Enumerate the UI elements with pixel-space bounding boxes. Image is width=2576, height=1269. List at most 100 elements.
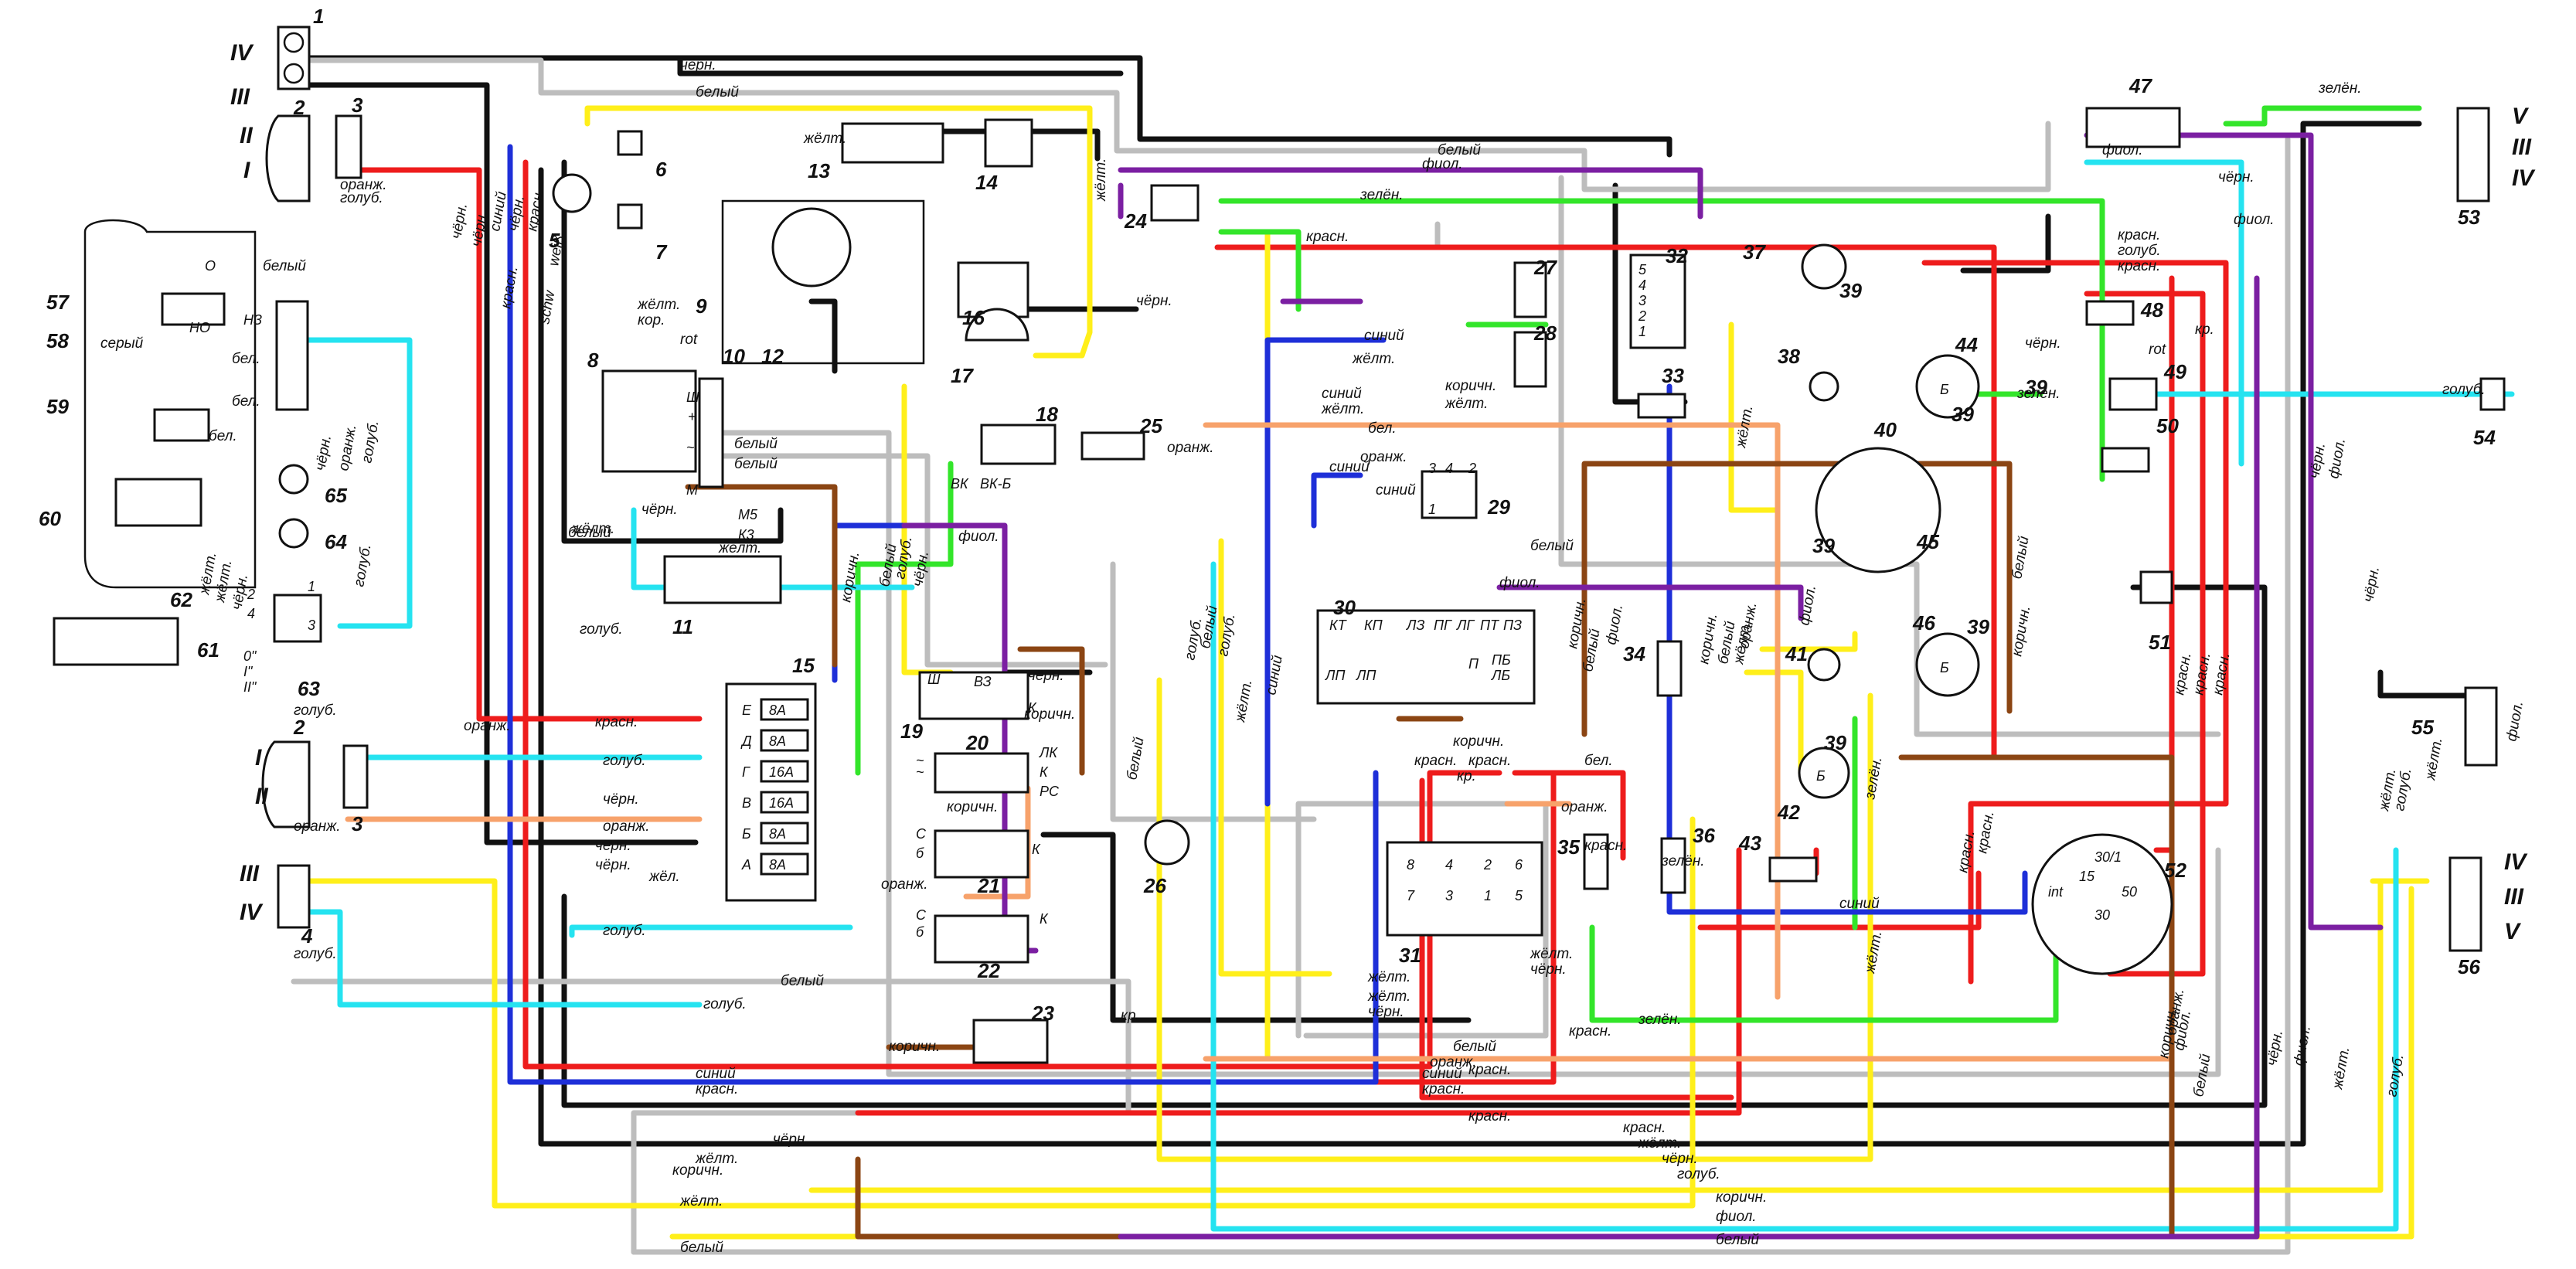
connector-1 (277, 26, 311, 90)
pin-label: 4 (1445, 461, 1453, 476)
wire-label: чёрн. (1368, 1004, 1404, 1020)
fuse-g: Г 16А (742, 760, 809, 783)
pin-label: 4 (1638, 277, 1646, 293)
wire-label: фиол. (2102, 142, 2143, 158)
wire-label: красн. (2210, 652, 2233, 696)
wire-label: жёлт. (1093, 158, 1109, 202)
wire-label: чёрн. (595, 838, 631, 854)
wire-black-long (677, 55, 1124, 77)
switch-18 (980, 424, 1057, 465)
switch-43 (1768, 856, 1818, 883)
fuse-v: В 16А (742, 791, 809, 814)
num-c2: 2 (293, 96, 305, 119)
wire-label: бел. (1584, 753, 1613, 769)
wire-blue-e (1311, 472, 1363, 529)
num-c8: 8 (587, 349, 599, 372)
switch-31 (1386, 841, 1543, 937)
alt-terminals (698, 377, 724, 488)
wire-label: оранж. (1167, 440, 1214, 456)
wire-label: голуб. (580, 621, 623, 638)
num-c7: 7 (655, 240, 668, 264)
components (53, 26, 2506, 1064)
pin-label: 7 (1407, 888, 1415, 903)
roman-r1: IV (230, 40, 254, 66)
wire-label: чёрн. (448, 202, 471, 240)
pin-label: К (1040, 911, 1049, 927)
pin-label: ВК (951, 476, 969, 492)
wire-label: синий (1839, 896, 1880, 912)
wire-label: кр. (2195, 322, 2214, 338)
lamp-38 (1809, 371, 1839, 402)
wire-lightblue-c (291, 337, 413, 629)
wire-yellow-k (1218, 538, 1332, 977)
component-numbers: 1 2 3 4 5 6 7 8 9 10 11 12 13 14 15 16 1… (39, 5, 2496, 1025)
sensor-59 (153, 408, 210, 442)
lamp-37 (1801, 243, 1847, 290)
num-c20: 20 (965, 731, 989, 754)
pin-label: Б (1940, 660, 1949, 675)
num-c35: 35 (1557, 835, 1580, 859)
num-c26: 26 (1143, 874, 1166, 897)
fuse-letter: А (741, 857, 751, 873)
wire-label: фиол. (1422, 156, 1463, 172)
num-c39: 39 (1839, 279, 1862, 302)
wire-lightblue-g (2084, 159, 2244, 467)
distributor-9-frame (721, 199, 925, 365)
fuse-rating: 8А (769, 733, 786, 749)
sensor-17 (965, 308, 1029, 342)
wire-white-top (298, 57, 2051, 192)
num-c42: 42 (1777, 801, 1800, 824)
roman-r6: III (2512, 134, 2532, 160)
wire-label: голуб. (2384, 1053, 2407, 1098)
num-c9: 9 (696, 294, 707, 318)
fuse-rating: 16А (769, 795, 794, 811)
roman-r14: V (2504, 919, 2522, 944)
wire-label: фиол. (2234, 212, 2275, 228)
wire-label: фиол. (2503, 699, 2527, 742)
switch-29 (1421, 470, 1478, 519)
headlight-2b (261, 740, 311, 828)
distributor-9 (771, 207, 852, 287)
wire-label: жёлт. (1367, 969, 1411, 985)
pin-label: 2 (1483, 857, 1492, 873)
pin-label: 4 (247, 606, 255, 621)
headlight-2 (265, 114, 311, 202)
switch-48 (2085, 300, 2135, 326)
connector-4 (277, 864, 311, 929)
relay-24 (1150, 184, 1200, 222)
pin-label: ЛП (1356, 668, 1376, 683)
wire-label: жёлт. (1733, 404, 1756, 450)
wire-yellow-top (584, 105, 1093, 359)
fuse-letter: Е (742, 703, 752, 718)
wire-label: голуб. (351, 543, 374, 588)
wire-label: красн. (1468, 1062, 1511, 1078)
pin-label: ПЗ (1503, 617, 1522, 633)
wire-label: зелён. (2318, 80, 2362, 97)
wire-green-d (1589, 924, 2059, 1023)
battery-23 (972, 1019, 1049, 1064)
num-c33: 33 (1662, 364, 1684, 387)
wire-label: белый (696, 84, 739, 100)
num-c22: 22 (977, 959, 1000, 982)
pin-label: ЛК (1039, 745, 1058, 760)
wire-label: оранж. (1430, 1054, 1477, 1070)
wire-violet-c (2084, 132, 2384, 930)
pin-label: 3 (308, 617, 315, 633)
wire-label: оранж. (294, 818, 341, 835)
num-c58: 58 (46, 329, 69, 352)
wire-label: rot (2149, 342, 2166, 358)
wire-brown-b (855, 754, 2175, 1240)
fuse-letter: В (742, 795, 751, 811)
wire-label: голуб. (703, 996, 747, 1012)
lamp-41 (1807, 648, 1841, 682)
wire-red-l (1512, 770, 1626, 861)
wire-label: зелён. (1661, 853, 1705, 869)
pin-label: 2 (1638, 308, 1646, 324)
wire-label: оранж. (603, 818, 650, 835)
wire-label: красн. (1569, 1023, 1611, 1039)
lamp-44 (1915, 354, 1980, 419)
switch-33 (1637, 393, 1686, 419)
pin-label: Б (1940, 382, 1949, 397)
num-c18: 18 (1036, 403, 1058, 426)
switch-49 (2108, 377, 2158, 411)
